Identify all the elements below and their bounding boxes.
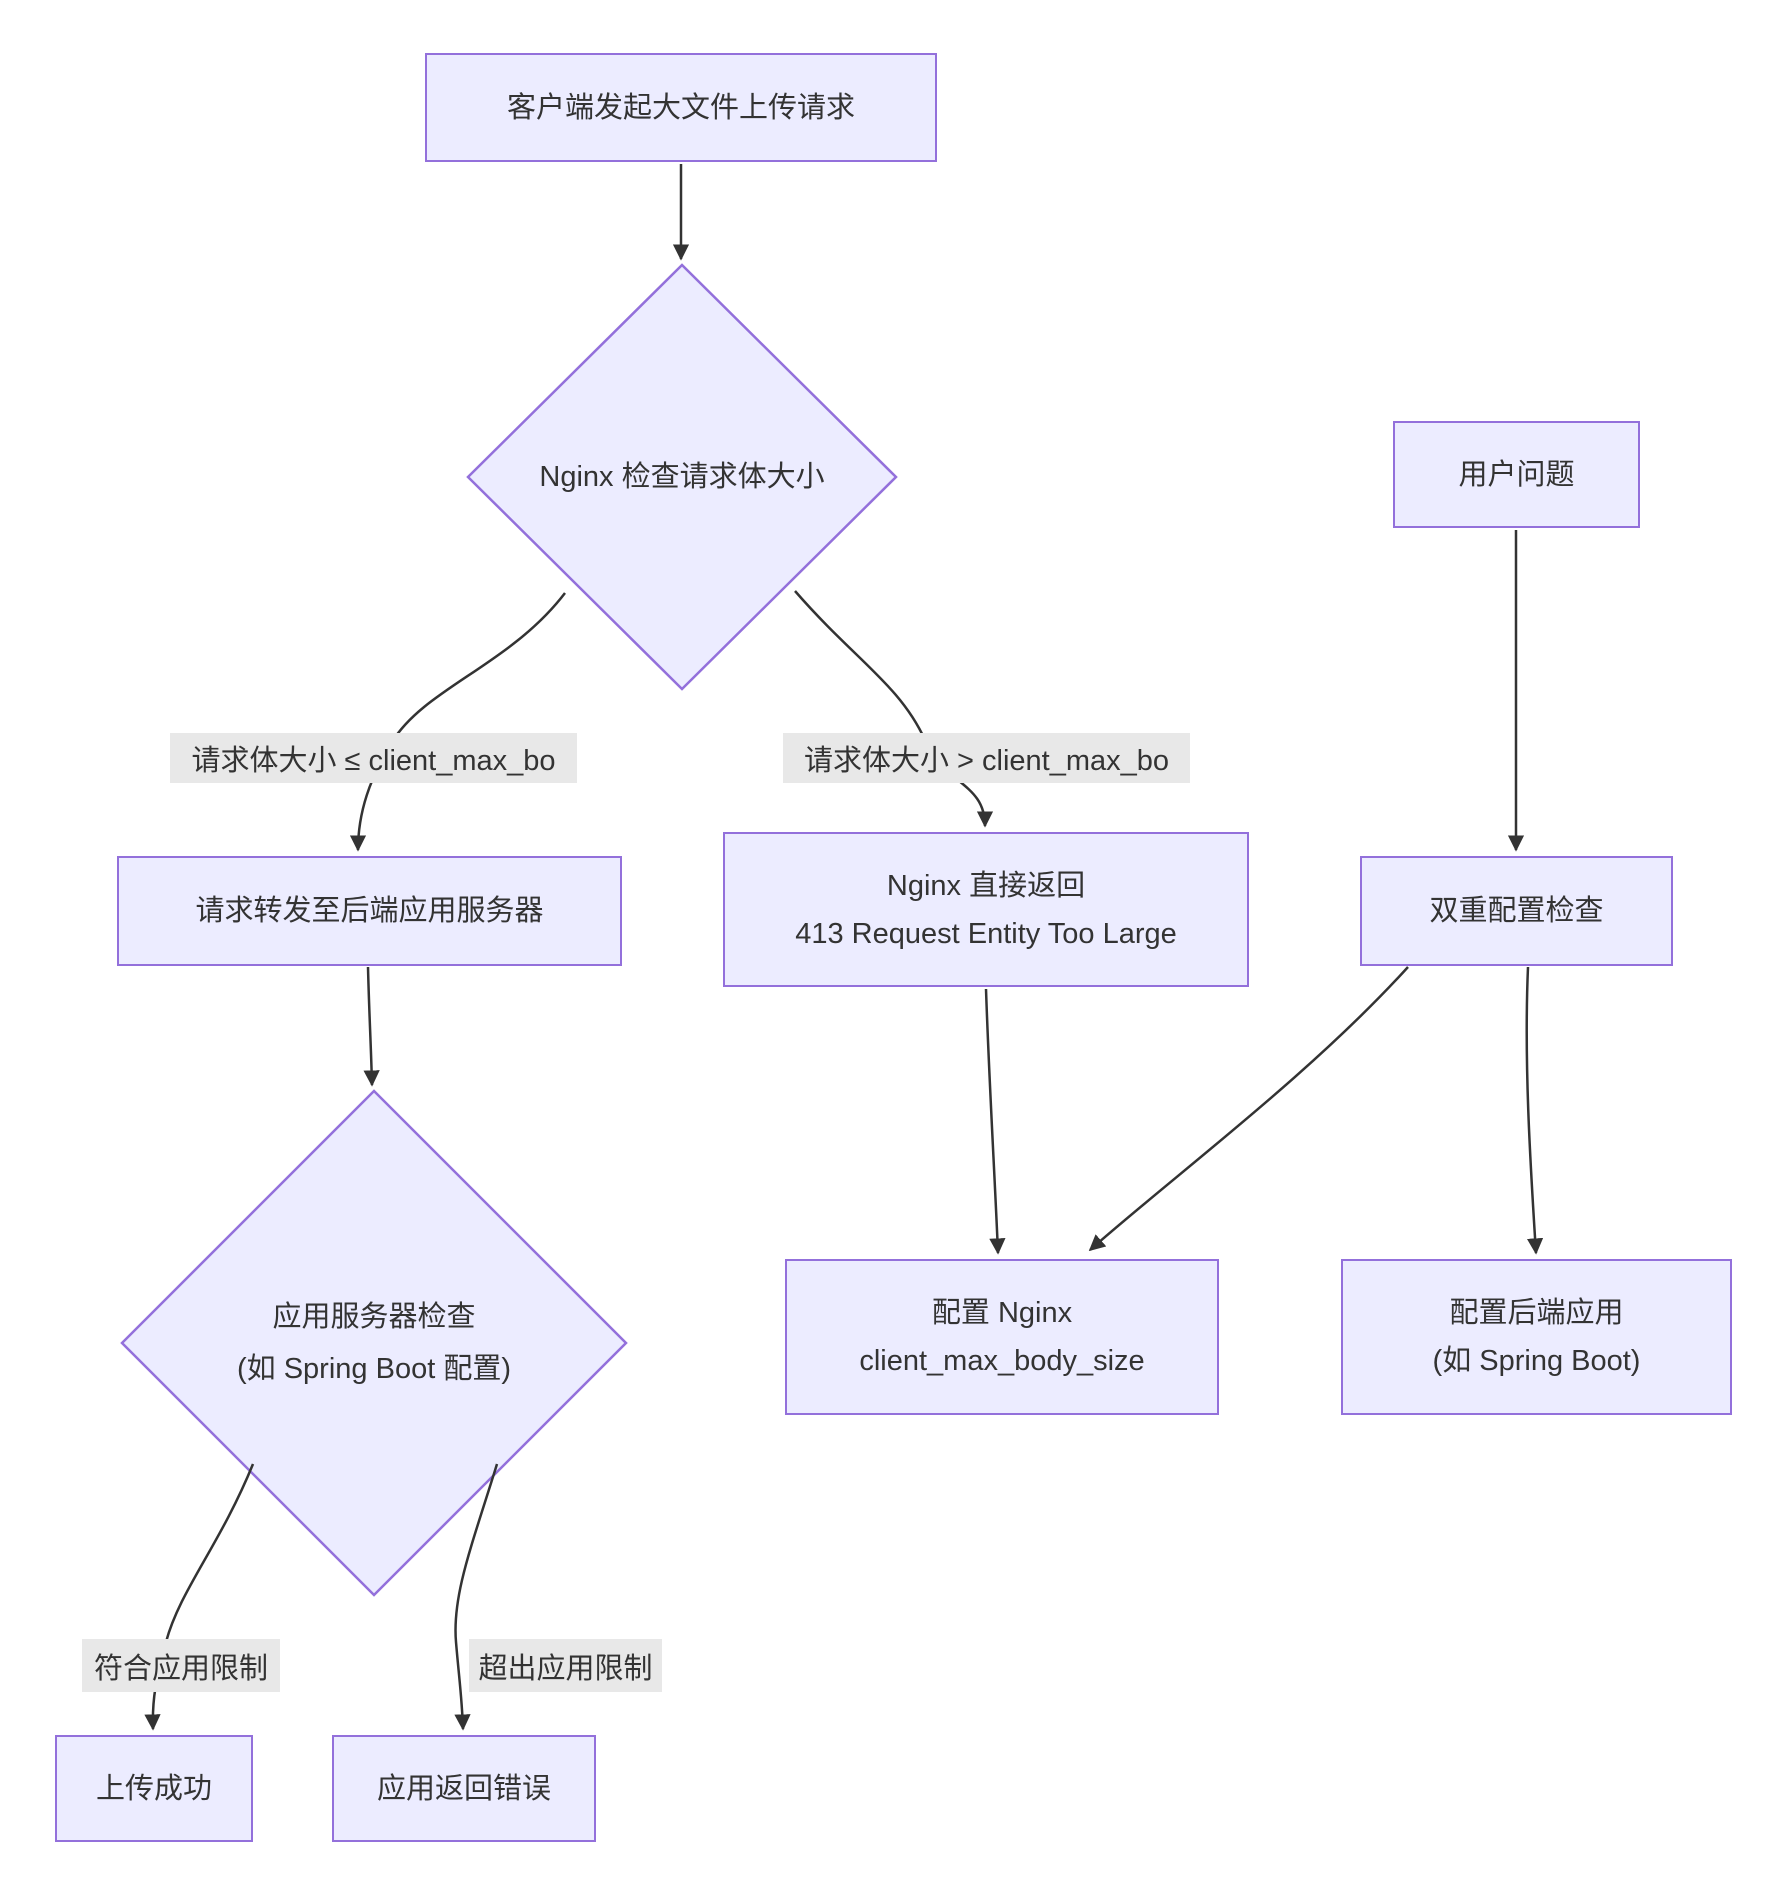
edge-label-gt-limit-text: 请求体大小 > client_max_bo <box>803 745 1170 777</box>
node-config-backend-line2: (如 Spring Boot) <box>1432 1345 1641 1377</box>
node-dual-config-check: 双重配置检查 <box>1360 856 1673 966</box>
node-client-upload-label: 客户端发起大文件上传请求 <box>506 91 855 124</box>
decision-nginx-check: Nginx 检查请求体大小 <box>468 265 896 689</box>
node-user-question: 用户问题 <box>1393 421 1640 528</box>
node-nginx-413-line1: Nginx 直接返回 <box>886 869 1086 902</box>
edge-label-gt-limit: 请求体大小 > client_max_bo <box>783 733 1190 783</box>
edge-app-check-to-error <box>454 1463 499 1731</box>
node-nginx-413: Nginx 直接返回 413 Request Entity Too Large <box>723 832 1249 987</box>
node-app-error-label: 应用返回错误 <box>376 1772 551 1805</box>
node-config-nginx: 配置 Nginx client_max_body_size <box>785 1259 1219 1415</box>
decision-app-server-check-line2: (如 Spring Boot 配置) <box>237 1353 511 1385</box>
decision-app-server-check-line1: 应用服务器检查 <box>272 1301 476 1333</box>
decision-app-server-check-shape <box>120 1089 628 1597</box>
node-user-question-label: 用户问题 <box>1458 458 1575 491</box>
node-upload-success: 上传成功 <box>55 1735 253 1842</box>
node-dual-config-check-label: 双重配置检查 <box>1429 895 1604 927</box>
node-app-error: 应用返回错误 <box>332 1735 596 1842</box>
node-nginx-413-line2: 413 Request Entity Too Large <box>795 917 1177 950</box>
edge-413-to-config-nginx <box>984 988 1006 1255</box>
edge-label-within-app-limit-text: 符合应用限制 <box>93 1652 268 1685</box>
edge-label-le-limit: 请求体大小 ≤ client_max_bo <box>170 733 577 783</box>
node-config-backend-line1: 配置后端应用 <box>1449 1297 1624 1329</box>
decision-nginx-check-label: Nginx 检查请求体大小 <box>539 461 825 493</box>
edge-label-le-limit-text: 请求体大小 ≤ client_max_bo <box>191 745 556 777</box>
edge-label-exceed-app-limit: 超出应用限制 <box>469 1639 662 1692</box>
decision-nginx-check-shape <box>466 263 898 691</box>
node-forward-backend-label: 请求转发至后端应用服务器 <box>195 895 544 927</box>
node-config-backend: 配置后端应用 (如 Spring Boot) <box>1341 1259 1732 1415</box>
edge-nginx-check-to-forward <box>349 592 566 852</box>
edge-label-exceed-app-limit-text: 超出应用限制 <box>478 1652 653 1685</box>
node-upload-success-label: 上传成功 <box>95 1772 212 1805</box>
edge-dual-check-to-config-backend <box>1525 966 1544 1255</box>
edge-dual-check-to-config-nginx <box>1088 966 1409 1252</box>
node-config-nginx-line1: 配置 Nginx <box>931 1297 1073 1329</box>
edge-app-check-to-success <box>144 1463 255 1731</box>
edge-forward-to-app-check <box>363 966 380 1087</box>
node-client-upload: 客户端发起大文件上传请求 <box>425 53 937 162</box>
decision-app-server-check: 应用服务器检查 (如 Spring Boot 配置) <box>122 1091 626 1595</box>
node-forward-backend: 请求转发至后端应用服务器 <box>117 856 622 966</box>
edge-label-within-app-limit: 符合应用限制 <box>82 1639 280 1692</box>
node-config-nginx-line2: client_max_body_size <box>859 1345 1145 1377</box>
